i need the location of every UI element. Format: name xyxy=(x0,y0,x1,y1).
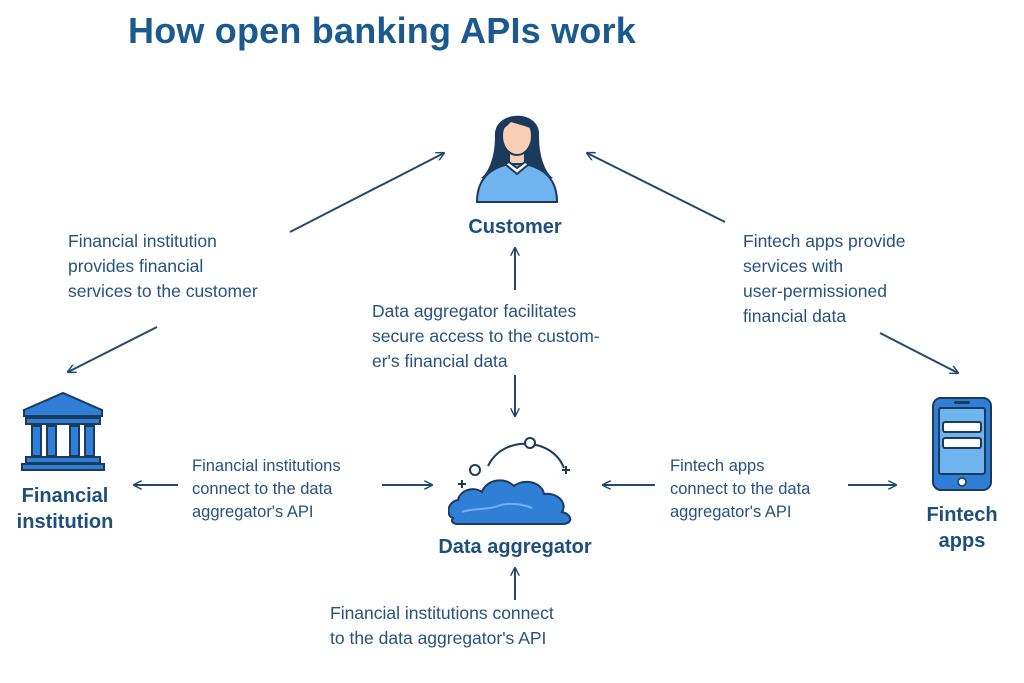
arrow-to-customer-right xyxy=(587,153,726,223)
note-fintech-to-customer: Fintech apps provide services with user-… xyxy=(743,231,906,326)
arrow-to-fintech xyxy=(879,332,958,373)
smartphone-icon xyxy=(932,397,992,491)
fintech-label: Fintech apps xyxy=(900,502,1024,554)
note-bottom: Financial institutions connect to the da… xyxy=(330,603,554,648)
note-institution-to-aggregator: Financial institutions connect to the da… xyxy=(192,457,341,521)
cloud-icon xyxy=(448,437,572,525)
arrow-to-customer-left xyxy=(289,153,444,233)
note-aggregator-to-customer: Data aggregator facilitates secure acces… xyxy=(372,301,600,371)
arrow-to-institution xyxy=(68,326,158,372)
fintech-label-line2: apps xyxy=(938,530,986,552)
fintech-label-line1: Fintech xyxy=(926,504,998,526)
note-fintech-to-aggregator: Fintech apps connect to the data aggrega… xyxy=(670,457,811,521)
institution-label-line1: Financial xyxy=(21,485,109,507)
institution-label: Financial institution xyxy=(0,483,130,535)
institution-label-line2: institution xyxy=(16,511,114,533)
customer-label: Customer xyxy=(468,216,562,238)
person-icon xyxy=(475,115,559,203)
bank-building-icon xyxy=(21,391,105,471)
note-institution-to-customer: Financial institution provides financial… xyxy=(68,231,258,301)
page-title: How open banking APIs work xyxy=(128,10,636,51)
aggregator-label: Data aggregator xyxy=(438,536,592,558)
